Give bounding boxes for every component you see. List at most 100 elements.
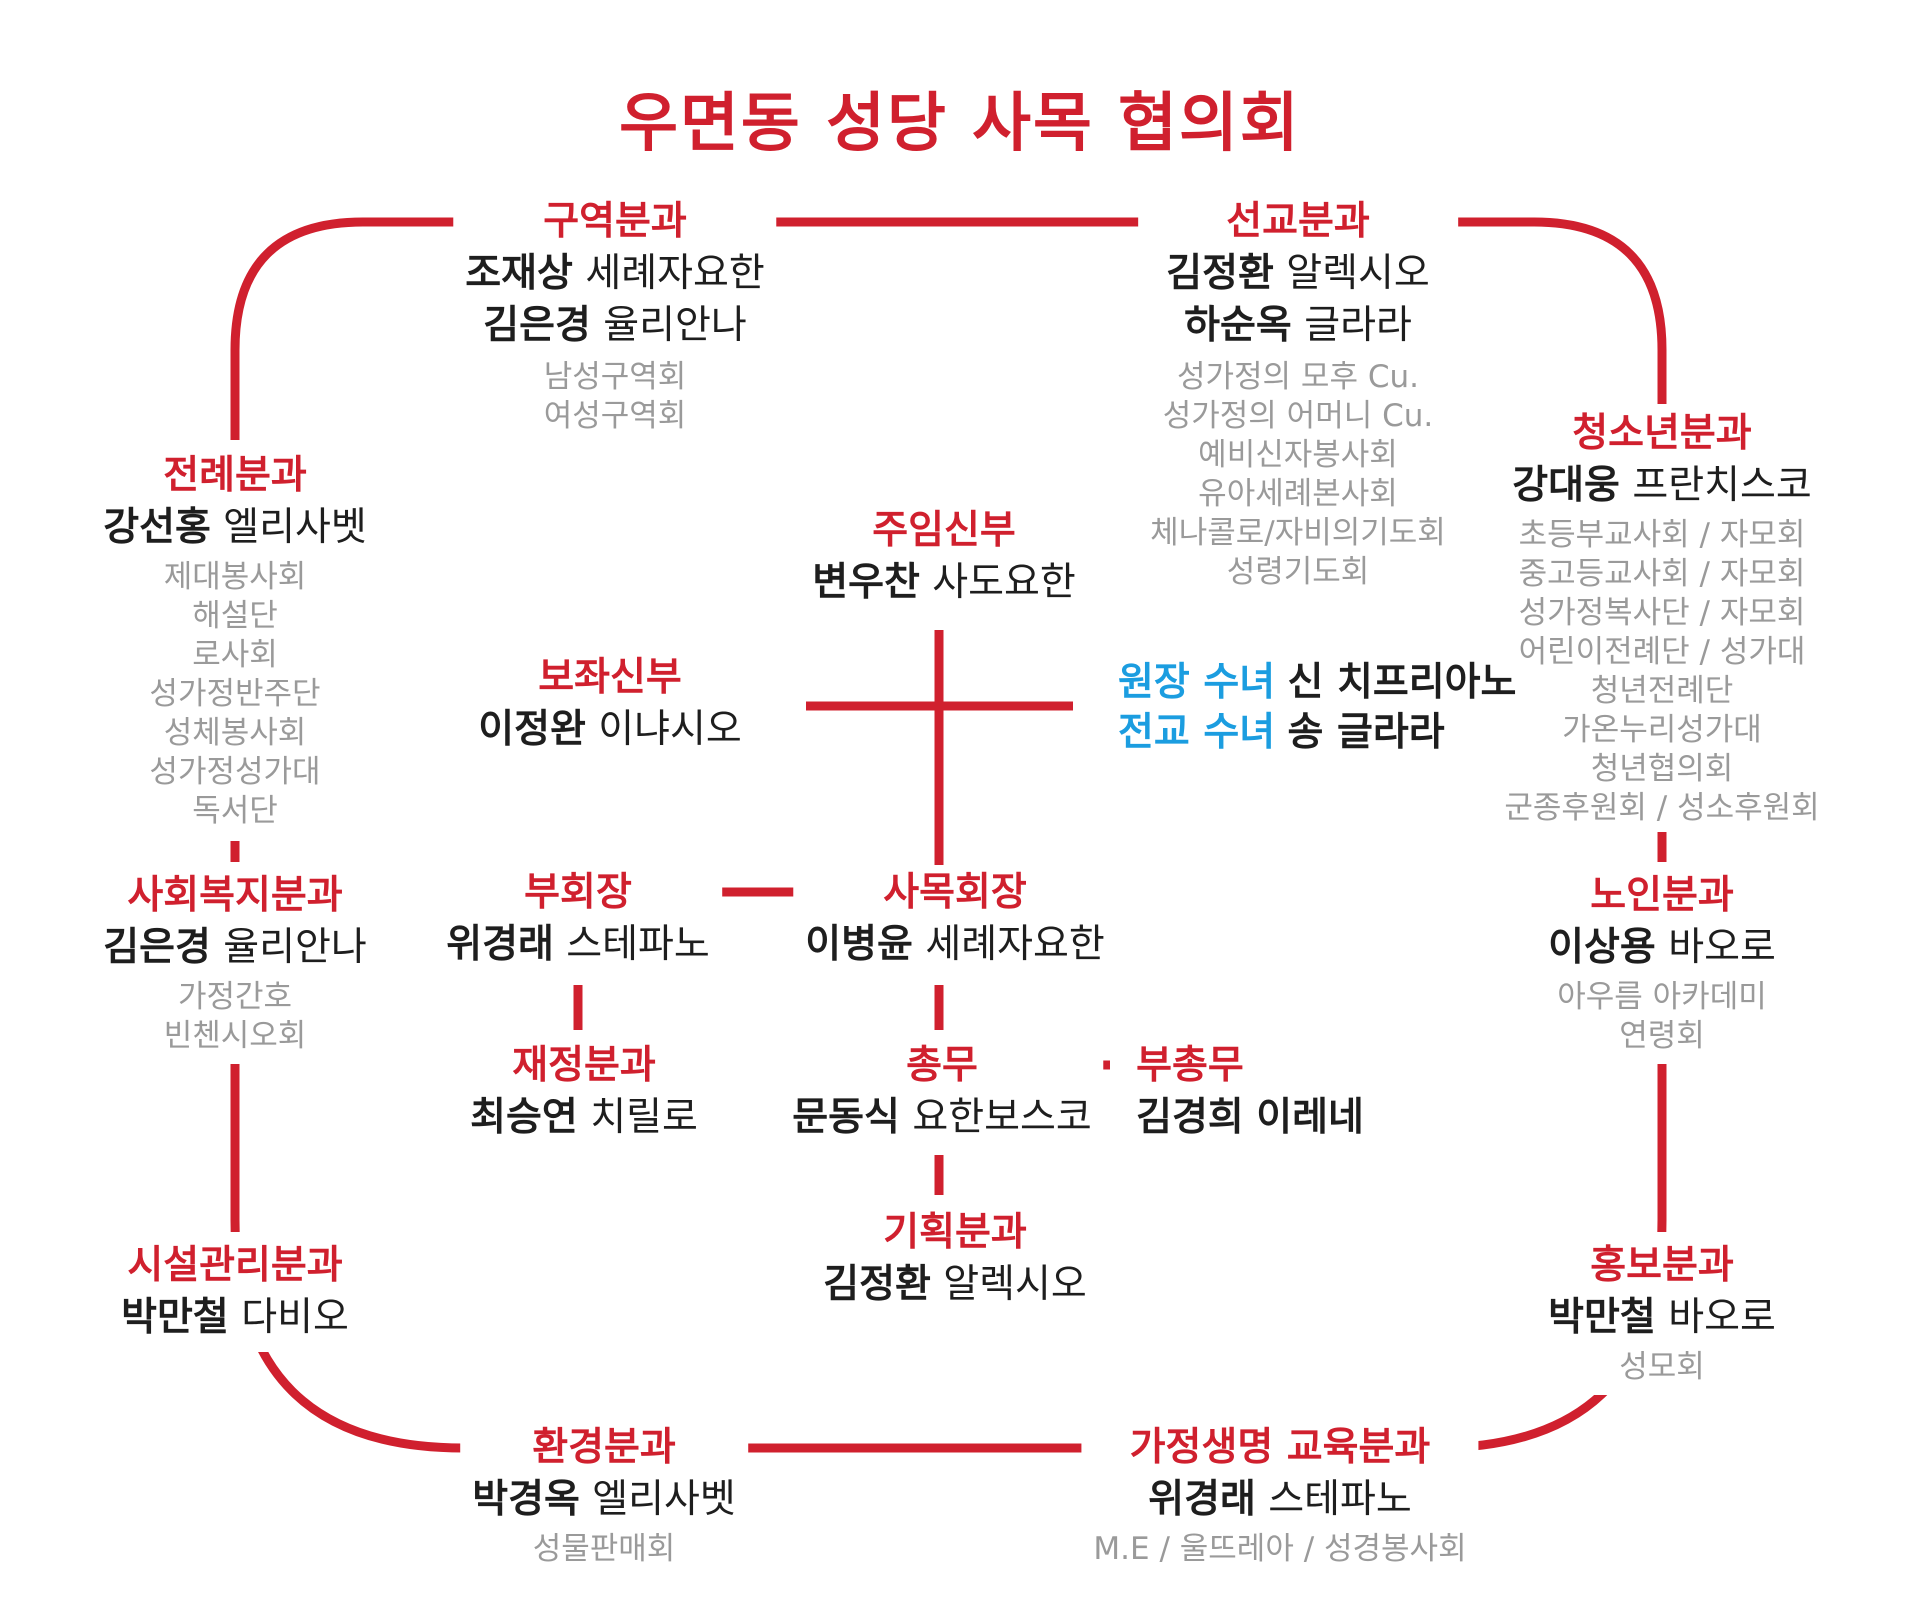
node-role: 부회장 <box>524 870 632 915</box>
node-person: 위경래 스테파노 <box>446 919 710 971</box>
node-role: 주임신부 <box>872 508 1016 553</box>
node-person: 강선홍 엘리사벳 <box>103 502 367 554</box>
node-bojwa: 보좌신부 이정완 이냐시오 <box>466 652 754 756</box>
baptismal-name: 다비오 <box>241 1295 349 1340</box>
node-gu: 구역분과 조재상 세례자요한 김은경 율리안나 남성구역회 여성구역회 <box>453 196 777 436</box>
baptismal-name: 이냐시오 <box>598 707 742 752</box>
node-role: 노인분과 <box>1590 873 1734 918</box>
group-item: 성가정복사단 / 자모회 <box>1518 595 1806 631</box>
group-item: 성모회 <box>1619 1349 1705 1385</box>
node-person: 김은경 율리안나 <box>465 300 764 352</box>
person-name: 문동식 <box>792 1095 900 1140</box>
person-name: 이정완 <box>478 707 586 752</box>
node-person: 조재상 세례자요한 <box>465 248 764 300</box>
person-name: 위경래 <box>446 922 554 967</box>
node-cheong: 청소년분과 강대웅 프란치스코 초등부교사회 / 자모회 중고등교사회 / 자모… <box>1492 404 1832 832</box>
node-jeonrye: 전례분과 강선홍 엘리사벳 제대봉사회 해설단 로사회 성가정반주단 성체봉사회… <box>91 440 379 841</box>
person-name: 이상용 <box>1548 925 1656 970</box>
group-item: 예비신자봉사회 <box>1198 437 1398 473</box>
node-jaejeong: 재정분과 최승연 치릴로 <box>458 1040 710 1144</box>
node-role: 보좌신부 <box>538 655 682 700</box>
node-person: 김경희 이레네 <box>1136 1092 1364 1144</box>
group-item: 성가정반주단 <box>149 676 321 712</box>
node-sahoe: 사회복지분과 김은경 율리안나 가정간호 빈첸시오회 <box>91 862 379 1064</box>
group-item: 가온누리성가대 <box>1562 712 1762 748</box>
node-noin: 노인분과 이상용 바오로 아우름 아카데미 연령회 <box>1536 862 1788 1064</box>
person-name: 박경옥 <box>472 1477 580 1522</box>
group-item: 아우름 아카데미 <box>1557 979 1767 1015</box>
group-item: 독서단 <box>192 793 278 829</box>
group-item: 가정간호 <box>177 979 293 1015</box>
node-person: 하순옥 글라라 <box>1150 300 1446 352</box>
node-seon: 선교분과 김정환 알렉시오 하순옥 글라라 성가정의 모후 Cu. 성가정의 어… <box>1138 196 1458 592</box>
node-buchongmu: 부총무 김경희 이레네 <box>1124 1040 1376 1144</box>
node-person: 김정환 알렉시오 <box>823 1259 1087 1311</box>
baptismal-name: 글라라 <box>1304 303 1412 348</box>
node-role: 부총무 <box>1136 1043 1244 1088</box>
node-role: 총무 <box>906 1043 978 1088</box>
node-siseol: 시설관리분과 박만철 다비오 <box>109 1232 361 1352</box>
person-name: 김은경 <box>103 925 211 970</box>
group-item: 연령회 <box>1619 1018 1705 1054</box>
group-item: 청년협의회 <box>1590 751 1734 787</box>
group-item: 제대봉사회 <box>163 559 307 595</box>
person-name: 변우찬 <box>812 560 920 605</box>
node-person: 김은경 율리안나 <box>103 922 367 974</box>
person-name: 박만철 <box>1548 1295 1656 1340</box>
person-name: 하순옥 <box>1184 303 1292 348</box>
person-name: 김정환 <box>1166 251 1274 296</box>
node-person: 이정완 이냐시오 <box>478 704 742 756</box>
baptismal-name: 율리안나 <box>223 925 367 970</box>
group-item: 성가정의 모후 Cu. <box>1177 359 1419 395</box>
node-person: 이병윤 세례자요한 <box>805 919 1104 971</box>
node-role: 홍보분과 <box>1590 1243 1734 1288</box>
baptismal-name: 프란치스코 <box>1632 463 1812 508</box>
node-buhoe: 부회장 위경래 스테파노 <box>434 867 722 971</box>
node-person: 박만철 다비오 <box>121 1292 349 1344</box>
baptismal-name: 스테파노 <box>566 922 710 967</box>
node-role: 시설관리분과 <box>127 1243 343 1288</box>
person-name: 김경희 <box>1136 1095 1244 1140</box>
node-hwangyeong: 환경분과 박경옥 엘리사벳 성물판매회 <box>460 1422 748 1569</box>
group-item: 성물판매회 <box>532 1531 676 1567</box>
node-jumim: 주임신부 변우찬 사도요한 <box>800 505 1088 609</box>
group-item: 여성구역회 <box>543 398 687 434</box>
sister-role: 원장 수녀 <box>1118 660 1276 705</box>
group-item: 체나콜로/자비의기도회 <box>1150 515 1446 551</box>
group-item: 유아세례본사회 <box>1198 476 1398 512</box>
group-item: 남성구역회 <box>543 359 687 395</box>
node-person: 최승연 치릴로 <box>470 1092 698 1144</box>
sisters-block: 원장 수녀 신 치프리아노 전교 수녀 송 글라라 <box>1118 658 1516 758</box>
sister-name: 신 치프리아노 <box>1287 660 1517 705</box>
node-person: 이상용 바오로 <box>1548 922 1776 974</box>
baptismal-name: 세례자요한 <box>925 922 1105 967</box>
page-title: 우면동 성당 사목 협의회 <box>619 87 1301 161</box>
group-item: 성가정성가대 <box>149 754 321 790</box>
node-person: 문동식 요한보스코 <box>792 1092 1091 1144</box>
baptismal-name: 엘리사벳 <box>592 1477 736 1522</box>
baptismal-name: 율리안나 <box>603 303 747 348</box>
sister-name: 송 글라라 <box>1287 710 1445 755</box>
node-person: 김정환 알렉시오 <box>1150 248 1446 300</box>
group-item: 중고등교사회 / 자모회 <box>1518 556 1806 592</box>
group-item: M.E / 울뜨레아 / 성경봉사회 <box>1093 1531 1467 1567</box>
baptismal-name: 엘리사벳 <box>223 505 367 550</box>
baptismal-name: 알렉시오 <box>1286 251 1430 296</box>
person-name: 강대웅 <box>1512 463 1620 508</box>
node-person: 강대웅 프란치스코 <box>1504 460 1819 512</box>
node-role: 기획분과 <box>883 1210 1027 1255</box>
node-samok: 사목회장 이병윤 세례자요한 <box>793 867 1117 971</box>
node-role: 재정분과 <box>512 1043 656 1088</box>
node-person: 박경옥 엘리사벳 <box>472 1474 736 1526</box>
baptismal-name: 바오로 <box>1668 1295 1776 1340</box>
baptismal-name: 알렉시오 <box>943 1262 1087 1307</box>
node-person: 위경래 스테파노 <box>1093 1474 1466 1526</box>
baptismal-name: 이레네 <box>1256 1095 1364 1140</box>
node-person: 변우찬 사도요한 <box>812 557 1076 609</box>
person-name: 조재상 <box>465 251 573 296</box>
node-role: 환경분과 <box>532 1425 676 1470</box>
baptismal-name: 스테파노 <box>1268 1477 1412 1522</box>
person-name: 이병윤 <box>805 922 913 967</box>
group-item: 성가정의 어머니 Cu. <box>1162 398 1434 434</box>
baptismal-name: 치릴로 <box>590 1095 698 1140</box>
